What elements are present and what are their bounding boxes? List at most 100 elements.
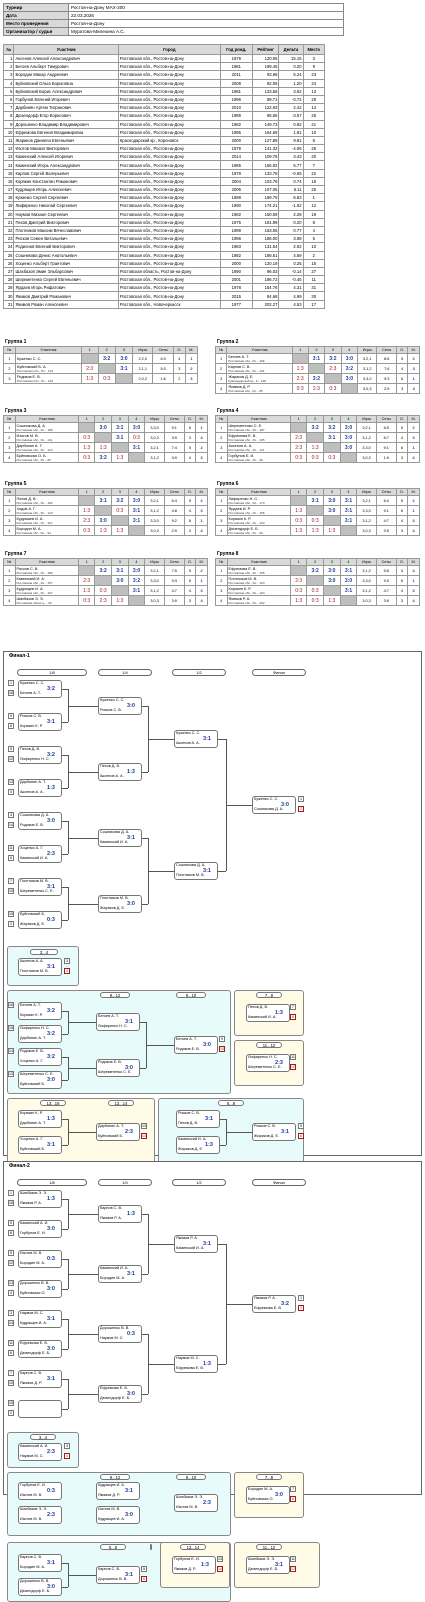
players-cell: Ростовская обл., Новочеркасск bbox=[117, 299, 221, 309]
players-cell: -4.06 bbox=[278, 144, 304, 154]
group-header-cell: Сеты bbox=[375, 558, 397, 566]
final-1-title: Финал-1 bbox=[9, 653, 30, 659]
zone-title: 3...4 bbox=[30, 949, 58, 955]
group-points: 6 bbox=[396, 373, 409, 384]
group-points: 3 bbox=[395, 452, 409, 463]
group-score-cell: 2:3 bbox=[290, 442, 308, 453]
group-place: 1 bbox=[184, 353, 199, 364]
group-participant: Буйновский Б. А.Ростовская обл., Ро... 1… bbox=[14, 363, 82, 374]
match-score: 0:3 bbox=[127, 1331, 135, 1337]
players-cell: 1978 bbox=[219, 168, 253, 178]
match-r1: Пехов Д. В.Лифиренко Н. С.3:2 bbox=[18, 746, 62, 764]
match-player-b: Наумов М. С. bbox=[20, 1454, 44, 1458]
match-player-b: Жариков Д. Е. bbox=[254, 1134, 280, 1138]
match-r2: Сошникова Д. А.Каминский И. А.3:1 bbox=[98, 828, 142, 847]
players-cell: Ростовская обл., Ростов-на-Дону bbox=[117, 250, 221, 260]
group-score-cell: 2:3 bbox=[94, 595, 112, 606]
group-header-cell: Сеты bbox=[152, 346, 174, 354]
seed-number: 13 bbox=[8, 779, 14, 785]
group-score-cell bbox=[94, 505, 112, 516]
seed-number: 3 bbox=[8, 1310, 14, 1316]
participant-city: Ростовская обл., Ро... 96 bbox=[228, 530, 263, 535]
bracket-line bbox=[62, 920, 68, 921]
group-points: 5 bbox=[183, 565, 197, 576]
players-cell: 25 bbox=[302, 184, 326, 195]
match-11-12: Шахбазов Э. Э.Дюзендорф Е. Б.3:1 bbox=[246, 1556, 290, 1574]
group-header-cell: Игры bbox=[144, 558, 165, 566]
group-score-cell bbox=[127, 525, 146, 536]
group-header-cell: 2 bbox=[307, 346, 326, 354]
players-cell: 7 bbox=[302, 160, 326, 170]
group-header-cell: М. bbox=[195, 415, 208, 423]
players-cell: 2015 bbox=[219, 291, 253, 301]
match-player-b: Хоценко А. Г. bbox=[20, 1059, 44, 1063]
group-participant: Жариков Д. Е.Краснодарский кр., К... 128 bbox=[226, 373, 293, 384]
group-header-cell: 4 bbox=[339, 488, 358, 496]
players-cell: 14 bbox=[302, 103, 326, 113]
match-player-b: Жариков Д. Е. bbox=[20, 922, 46, 926]
match-score: 3:1 bbox=[47, 719, 55, 725]
group-header-cell: 1 bbox=[291, 346, 309, 354]
group-participant: Рисков С. В.Ростовская обл., Ро... 186 bbox=[14, 565, 80, 576]
match-score: 2:3 bbox=[47, 1512, 55, 1518]
match-player-a: Бегоев А. Т. bbox=[20, 1003, 41, 1007]
group-header-cell: Игры bbox=[144, 488, 165, 496]
group-row-num: 1 bbox=[214, 353, 228, 364]
match-r1: Дарбинян А. Т.Аксенов А. А.1:3 bbox=[18, 779, 62, 797]
group-participant: Корякин К. Р.Ростовская обл., Ро... 104 bbox=[226, 515, 292, 526]
bracket-line bbox=[62, 821, 68, 822]
group-header-cell: Сеты bbox=[375, 415, 397, 423]
players-cell: 20 bbox=[2, 209, 15, 219]
players-cell: 31 bbox=[302, 283, 326, 293]
players-header-cell: Город bbox=[117, 44, 221, 55]
players-cell: Аксенов Алексей Александрович bbox=[13, 53, 119, 64]
group-sets: 6:7 bbox=[375, 432, 397, 443]
group-row-num: 3 bbox=[3, 442, 16, 453]
match-player-a: Бородин М. А. bbox=[248, 1487, 274, 1491]
group-participant: Карпов С. В.Ростовская обл., Ро... 134 bbox=[226, 363, 293, 374]
bracket-line bbox=[68, 771, 98, 773]
players-cell: Буйновский Борис Александрович bbox=[13, 86, 119, 96]
group-place: 1 bbox=[407, 373, 420, 384]
group-score-cell bbox=[94, 432, 112, 443]
seed-number: 5 bbox=[298, 1123, 304, 1129]
players-cell: Наумов Михаил Сергеевич bbox=[13, 209, 119, 219]
match-r2: Дорошенко В. В.Наумов М. С.0:3 bbox=[98, 1325, 142, 1343]
match-score: 1:3 bbox=[47, 1116, 55, 1122]
match-player-a: Пехов Д. В. bbox=[20, 747, 41, 751]
match-player-b: Кудрящев И. А. bbox=[20, 1321, 48, 1325]
players-cell: 1977 bbox=[219, 299, 253, 309]
bracket-line bbox=[62, 1229, 68, 1230]
match-score: 3:1 bbox=[203, 735, 211, 742]
bracket-line bbox=[142, 771, 148, 773]
bracket-line bbox=[62, 1057, 68, 1058]
group-row-num: 1 bbox=[215, 565, 228, 576]
group-header-cell: 1 bbox=[80, 346, 99, 354]
bracket-line bbox=[226, 1304, 252, 1305]
players-cell: 1995 bbox=[219, 127, 253, 137]
round-header: 1/8 bbox=[17, 669, 87, 676]
group-participant: Якимов Р. А.Ростовская обл., Ро... 202 bbox=[226, 595, 292, 606]
bracket-line bbox=[62, 788, 68, 789]
players-cell: 23 bbox=[302, 70, 326, 80]
group-sets: 3:9 bbox=[375, 525, 397, 536]
group-header-cell: Игры bbox=[356, 558, 377, 566]
match-score: 1:3 bbox=[203, 1361, 211, 1367]
players-cell: Краснодарский кр., Кореновск bbox=[117, 135, 221, 146]
group-header-cell: 2 bbox=[306, 415, 324, 423]
group-score-cell bbox=[307, 363, 326, 374]
group-score-cell bbox=[78, 495, 96, 506]
group-points: 5 bbox=[183, 442, 197, 453]
seed-number: 12 bbox=[290, 1064, 296, 1070]
match-score: 3:1 bbox=[275, 1562, 283, 1568]
seed-number: 16 bbox=[8, 1200, 14, 1206]
group-sets: 7:4 bbox=[163, 442, 185, 453]
bracket-line bbox=[62, 1319, 68, 1320]
match-score: 3:0 bbox=[47, 818, 55, 824]
players-cell: 0.20 bbox=[278, 62, 304, 72]
